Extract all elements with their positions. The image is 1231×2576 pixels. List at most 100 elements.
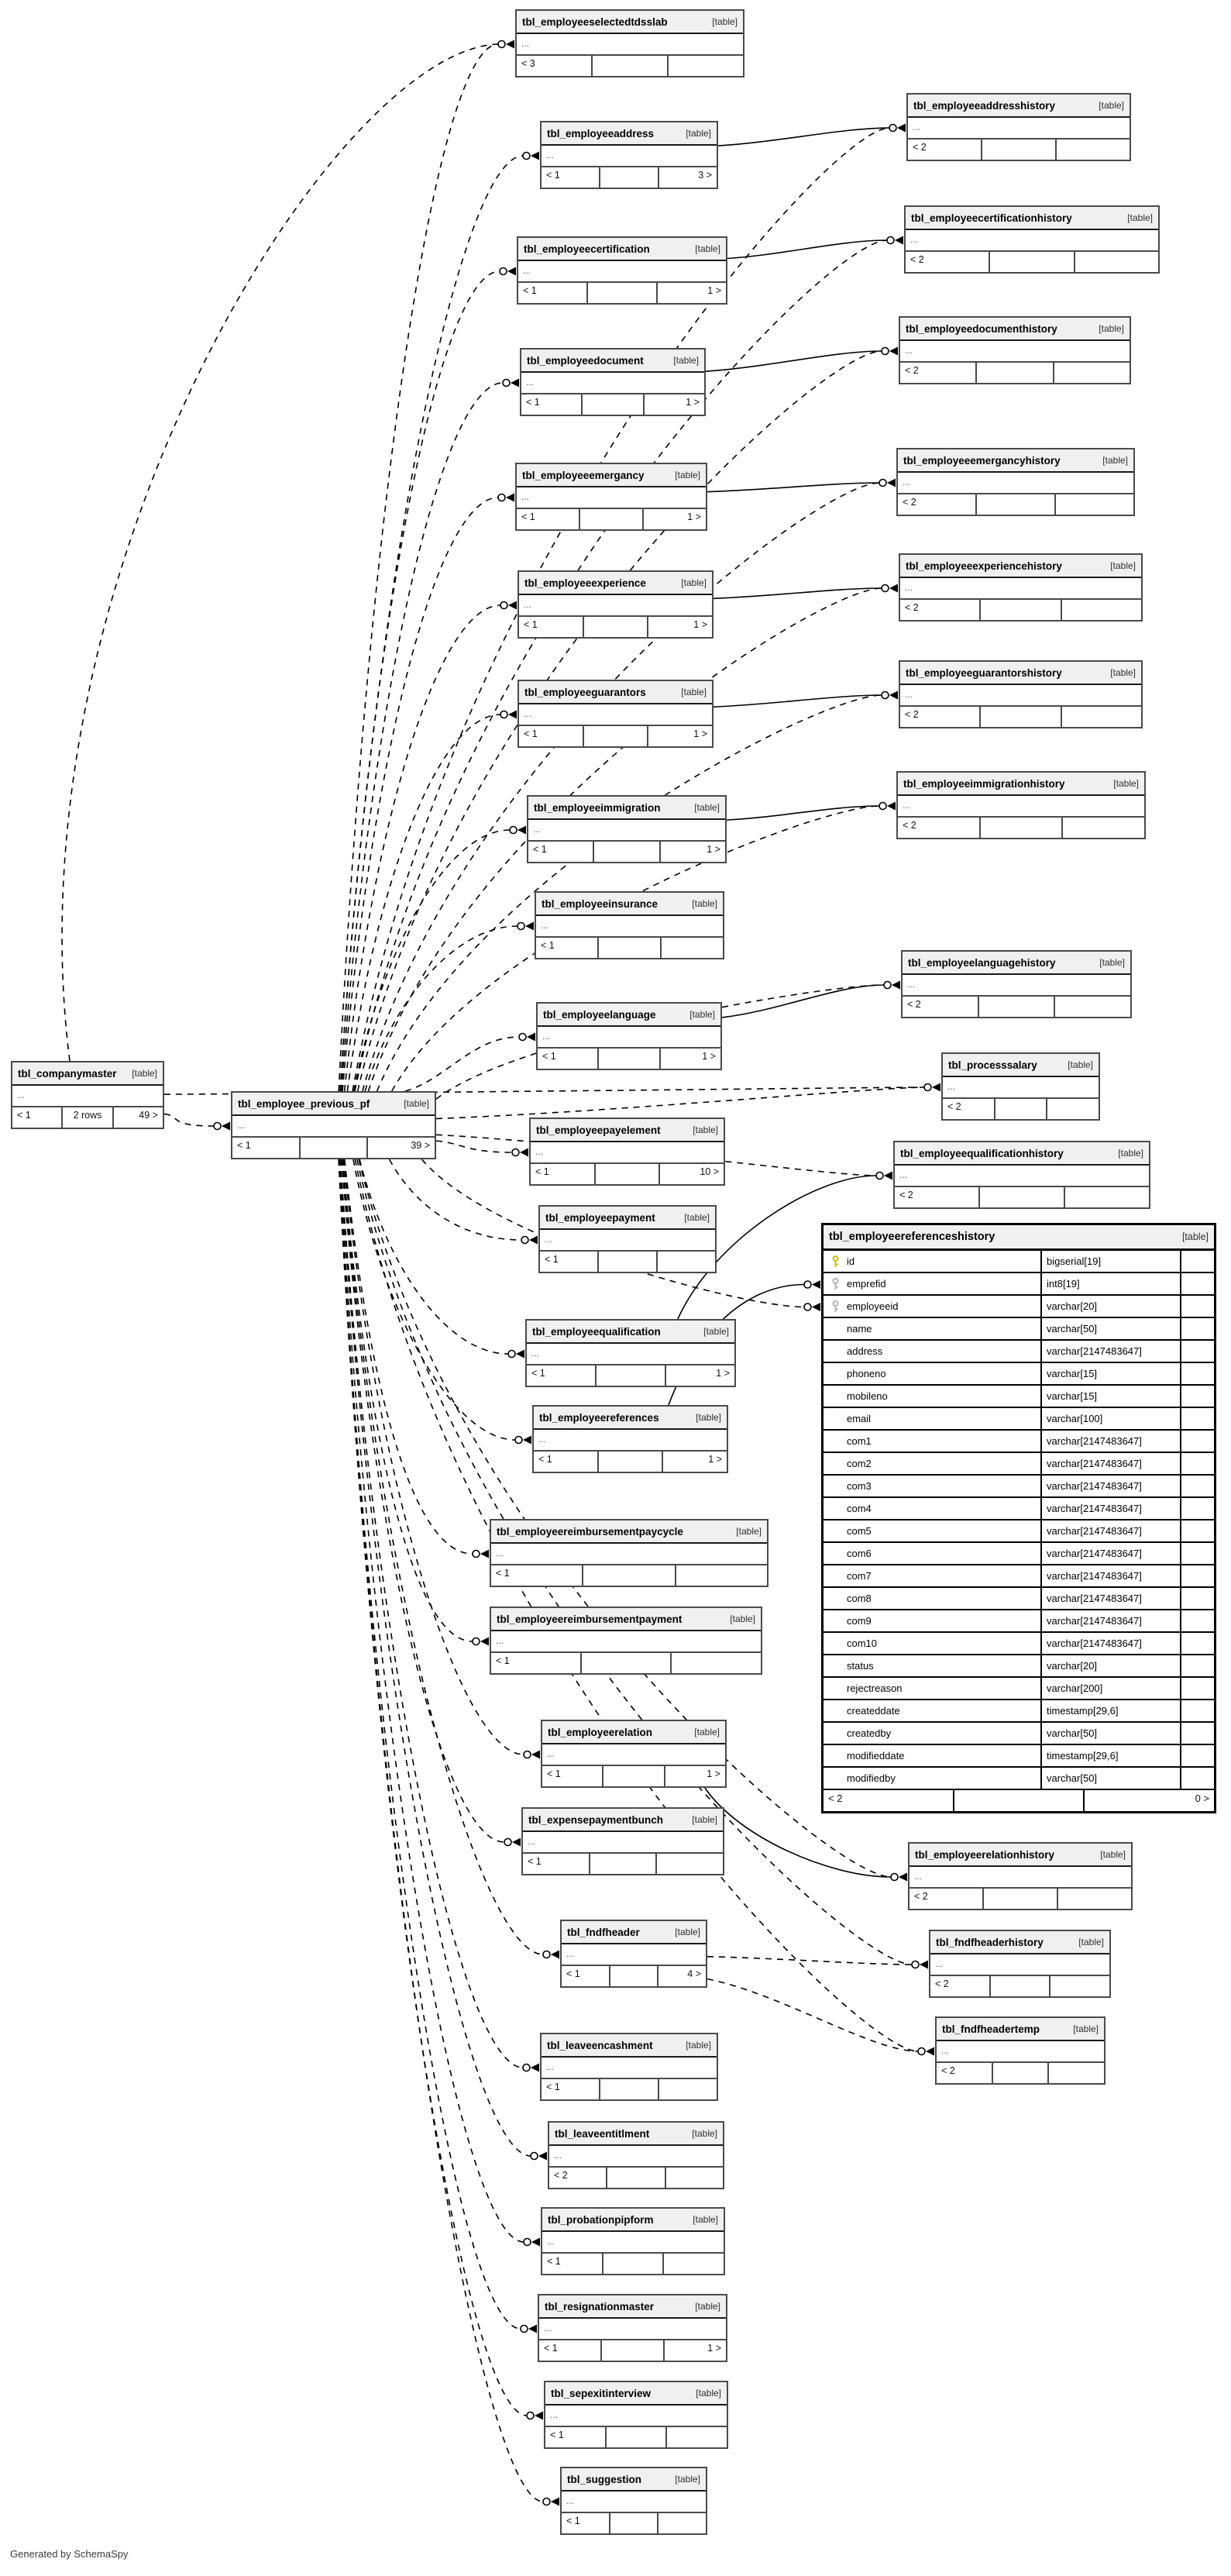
table-footer: < 1 — [562, 2513, 706, 2533]
children-count — [1060, 600, 1141, 620]
rows-count — [579, 509, 642, 529]
table-header: tbl_employeequalification[table] — [527, 1321, 734, 1344]
parents-count: < 2 — [913, 142, 927, 153]
fk-arrowhead-icon — [511, 378, 519, 387]
column-name: modifieddate — [847, 1750, 905, 1762]
table-name: tbl_employeeemergancyhistory — [903, 454, 1061, 467]
fk-arrowhead-icon — [887, 801, 896, 811]
fk-arrowhead-icon — [926, 2047, 934, 2056]
relationship-line — [346, 714, 501, 1092]
column-key-cell — [824, 1655, 847, 1676]
relationship-line — [339, 155, 524, 1092]
table-node-tbl_fndfheadertemp[interactable]: tbl_fndfheadertemp[table]...< 2 — [935, 2016, 1105, 2085]
table-node-tbl_employeeimmigrationhistory[interactable]: tbl_employeeimmigrationhistory[table]...… — [896, 771, 1146, 839]
column-name: com7 — [847, 1570, 872, 1582]
table-node-tbl_employeepayment[interactable]: tbl_employeepayment[table]...< 1 — [538, 1205, 717, 1273]
table-node-tbl_leaveencashment[interactable]: tbl_leaveencashment[table]...< 1 — [540, 2033, 718, 2101]
fk-arrowhead-icon — [528, 2324, 537, 2333]
column-name: com10 — [847, 1638, 878, 1649]
relationship-line — [342, 497, 499, 1092]
table-node-tbl_employeerelationhistory[interactable]: tbl_employeerelationhistory[table]...< 2 — [908, 1842, 1133, 1910]
table-node-tbl_employeequalificationhistory[interactable]: tbl_employeequalificationhistory[table].… — [893, 1141, 1150, 1209]
table-node-tbl_employeecertificationhistory[interactable]: tbl_employeecertificationhistory[table].… — [904, 205, 1160, 274]
table-node-tbl_employeeexperiencehistory[interactable]: tbl_employeeexperiencehistory[table]...<… — [899, 553, 1143, 622]
column-type: varchar[2147483647] — [1040, 1341, 1180, 1362]
table-node-tbl_employeeinsurance[interactable]: tbl_employeeinsurance[table]...< 1 — [535, 891, 724, 959]
rows-count — [599, 167, 658, 188]
table-node-tbl_probationpipform[interactable]: tbl_probationpipform[table]...< 1 — [541, 2207, 725, 2275]
children-count — [664, 2168, 723, 2188]
table-node-tbl_employeedocumenthistory[interactable]: tbl_employeedocumenthistory[table]...< 2 — [899, 316, 1131, 384]
zero-or-one-circle-icon — [803, 1280, 812, 1289]
table-name: tbl_probationpipform — [548, 2213, 654, 2226]
table-type-badge: [table] — [686, 128, 711, 139]
column-name: name — [847, 1323, 872, 1334]
column-end-cell — [1180, 1386, 1214, 1407]
table-node-tbl_employeeselectedtdsslab[interactable]: tbl_employeeselectedtdsslab[table]...< 3 — [515, 9, 744, 77]
collapsed-columns-ellipsis: ... — [909, 1867, 1131, 1889]
zero-or-one-circle-icon — [507, 1349, 516, 1359]
table-node-tbl_employeelanguagehistory[interactable]: tbl_employeelanguagehistory[table]...< 2 — [901, 950, 1132, 1018]
table-name: tbl_employeedocumenthistory — [906, 322, 1057, 335]
table-type-badge: [table] — [1099, 100, 1124, 111]
table-type-badge: [table] — [695, 243, 720, 254]
children-count — [1055, 139, 1130, 160]
table-node-tbl_employeeguarantorshistory[interactable]: tbl_employeeguarantorshistory[table]...<… — [899, 660, 1143, 728]
table-node-tbl_leaveentitlment[interactable]: tbl_leaveentitlment[table]...< 2 — [548, 2121, 724, 2189]
relationship-line — [707, 1955, 913, 1965]
children-count — [1049, 1976, 1109, 1996]
table-node-tbl_employeereimbursementpayment[interactable]: tbl_employeereimbursementpayment[table].… — [490, 1607, 762, 1675]
table-node-tbl_processsalary[interactable]: tbl_processsalary[table]...< 2 — [941, 1052, 1100, 1121]
parents-count: < 2 — [905, 602, 919, 613]
table-name: tbl_employeeexperiencehistory — [906, 560, 1062, 572]
table-type-badge: [table] — [692, 2128, 717, 2139]
table-node-tbl_employeeemergancyhistory[interactable]: tbl_employeeemergancyhistory[table]...< … — [896, 448, 1135, 516]
table-footer: < 2 — [909, 1889, 1131, 1909]
column-type: varchar[50] — [1040, 1768, 1180, 1789]
column-end-cell — [1180, 1476, 1214, 1496]
children-count: 1 > — [662, 1452, 727, 1472]
table-name: tbl_employeereferences — [539, 1411, 659, 1424]
parents-count: < 1 — [566, 2516, 580, 2526]
table-header: tbl_employee_previous_pf[table] — [232, 1093, 435, 1116]
table-node-tbl_fndfheaderhistory[interactable]: tbl_fndfheaderhistory[table]...< 2 — [929, 1930, 1111, 1998]
zero-or-one-circle-icon — [530, 2151, 538, 2161]
table-node-tbl_employeeaddresshistory[interactable]: tbl_employeeaddresshistory[table]...< 2 — [906, 93, 1131, 161]
table-name: tbl_employeerelation — [548, 1726, 653, 1738]
table-name: tbl_employeecertificationhistory — [911, 212, 1072, 224]
column-key-cell — [824, 1633, 847, 1654]
table-node-tbl_employeereimbursementpaycycle[interactable]: tbl_employeereimbursementpaycycle[table]… — [490, 1519, 769, 1587]
children-count: 10 > — [658, 1164, 724, 1184]
table-node-tbl_sepexitinterview[interactable]: tbl_sepexitinterview[table]...< 1 — [544, 2381, 728, 2449]
table-header: tbl_employeereimbursementpaycycle[table] — [491, 1520, 767, 1544]
table-header: tbl_employeeselectedtdsslab[table] — [517, 11, 743, 34]
fk-arrowhead-icon — [480, 1637, 489, 1646]
column-key-cell — [824, 1251, 847, 1272]
parents-count: < 2 — [907, 999, 921, 1010]
table-name: tbl_resignationmaster — [545, 2300, 655, 2313]
zero-or-one-circle-icon — [509, 825, 518, 835]
zero-or-one-circle-icon — [542, 2497, 551, 2506]
table-node-tbl_suggestion[interactable]: tbl_suggestion[table]...< 1 — [560, 2467, 707, 2535]
table-footer: < 2 — [900, 600, 1141, 620]
table-node-tbl_expensepaymentbunch[interactable]: tbl_expensepaymentbunch[table]...< 1 — [521, 1807, 724, 1875]
